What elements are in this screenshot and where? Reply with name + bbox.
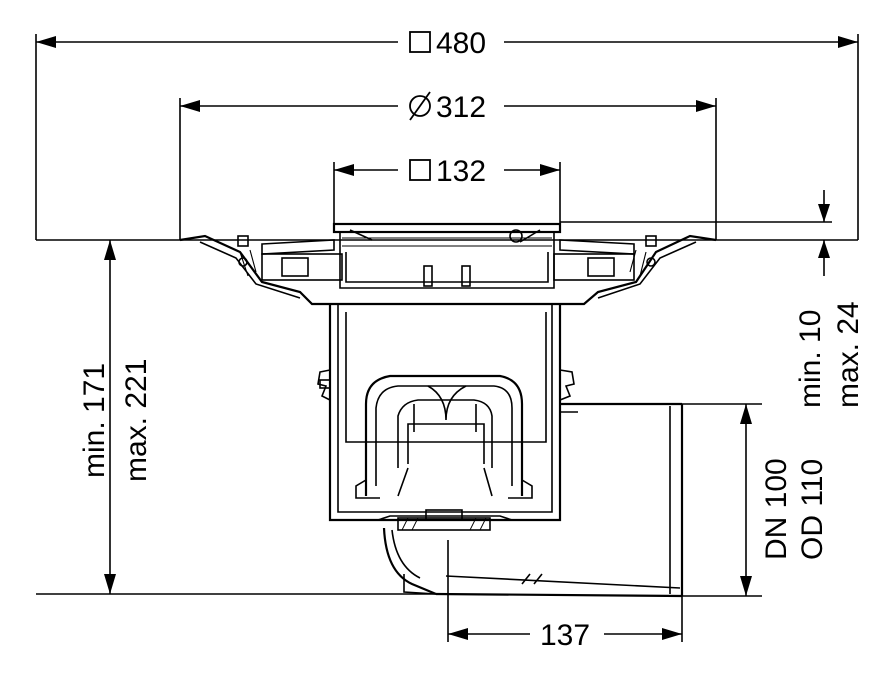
dimension-label-312: 312 [436,91,486,124]
outlet-dn-label: DN 100 [760,458,793,560]
outlet-pipe [382,402,684,598]
dimension-width-132: 132 [334,155,560,188]
dimension-grating-offset: min. 10 max. 24 [794,190,865,408]
square-symbol-icon [409,159,431,181]
bottom-seal [377,509,513,531]
odour-trap [355,374,533,499]
dimension-label-137: 137 [540,619,590,652]
outlet-od-label: OD 110 [796,459,829,560]
dimension-height: min. 171 max. 221 [78,240,153,594]
diameter-symbol-icon [409,91,431,121]
height-max-label: max. 221 [120,359,153,482]
flange [179,234,717,306]
grating-min-label: min. 10 [794,310,827,408]
drain-body [179,222,717,598]
grating-frame [261,222,635,289]
dimension-diameter-312: 312 [180,91,716,124]
dimension-outlet-offset-137: 137 [448,619,682,652]
dimension-width-480: 480 [36,27,858,60]
grating-max-label: max. 24 [832,301,865,408]
dimension-label-132: 132 [436,155,486,188]
dimension-label-480: 480 [436,27,486,60]
extension-lines [35,34,859,642]
square-symbol-icon [409,31,431,53]
height-min-label: min. 171 [78,363,111,478]
dimension-outlet-diameter: DN 100 OD 110 [740,404,829,596]
